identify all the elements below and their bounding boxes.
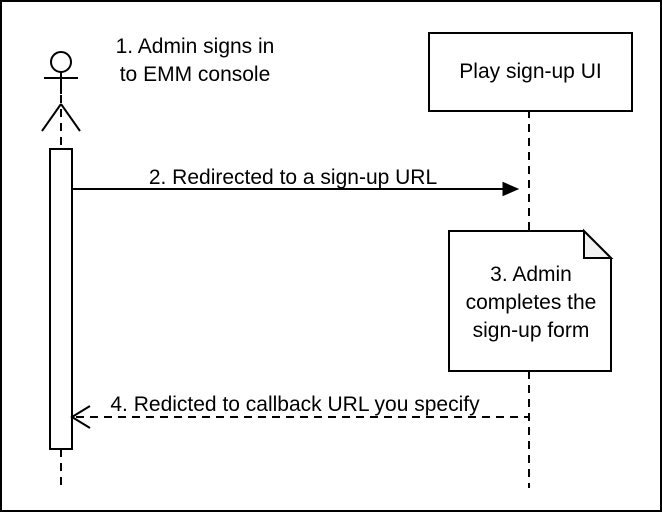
step1-label: 1. Admin signs in to EMM console bbox=[115, 35, 275, 86]
play-signup-label: Play sign-up UI bbox=[459, 60, 602, 83]
step4-message-label: 4. Redicted to callback URL you specify bbox=[110, 393, 480, 416]
step3-note-label: 3. Admin completes the sign-up form bbox=[465, 263, 597, 342]
note-shape bbox=[448, 228, 614, 372]
step2-message-label: 2. Redirected to a sign-up URL bbox=[148, 166, 438, 189]
message4-arrow bbox=[70, 405, 529, 429]
admin-actor-icon bbox=[41, 51, 81, 132]
admin-activation-bar bbox=[49, 148, 73, 450]
message2-arrow bbox=[72, 181, 520, 197]
play-signup-lifeline-header: Play sign-up UI bbox=[428, 32, 633, 112]
